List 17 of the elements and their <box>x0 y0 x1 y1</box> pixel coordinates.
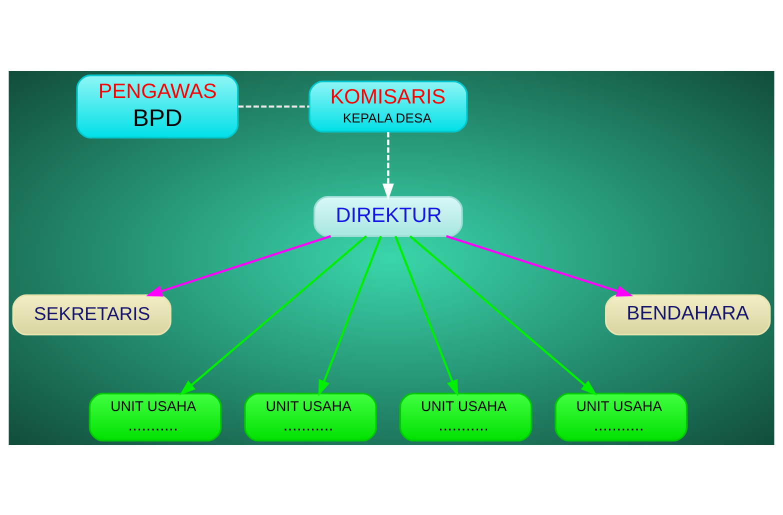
node-box: UNIT USAHA ........... <box>554 392 688 441</box>
arrow <box>394 235 458 396</box>
node-box: UNIT USAHA ........... <box>399 392 532 441</box>
arrow <box>179 234 368 395</box>
arrow <box>146 234 332 296</box>
node-box: KOMISARIS KEPALA DESA <box>308 80 468 132</box>
arrow <box>409 234 598 395</box>
node-box: DIREKTUR <box>314 195 463 236</box>
arrow <box>318 235 382 396</box>
arrow <box>382 132 394 200</box>
node-box: BENDAHARA <box>605 294 771 335</box>
node-box: SEKRETARIS <box>12 294 172 335</box>
arrow <box>446 234 634 296</box>
connector <box>238 104 310 108</box>
node-box: UNIT USAHA ........... <box>88 392 222 441</box>
node-box: PENGAWAS BPD <box>76 74 239 138</box>
node-box: UNIT USAHA ........... <box>244 392 377 441</box>
